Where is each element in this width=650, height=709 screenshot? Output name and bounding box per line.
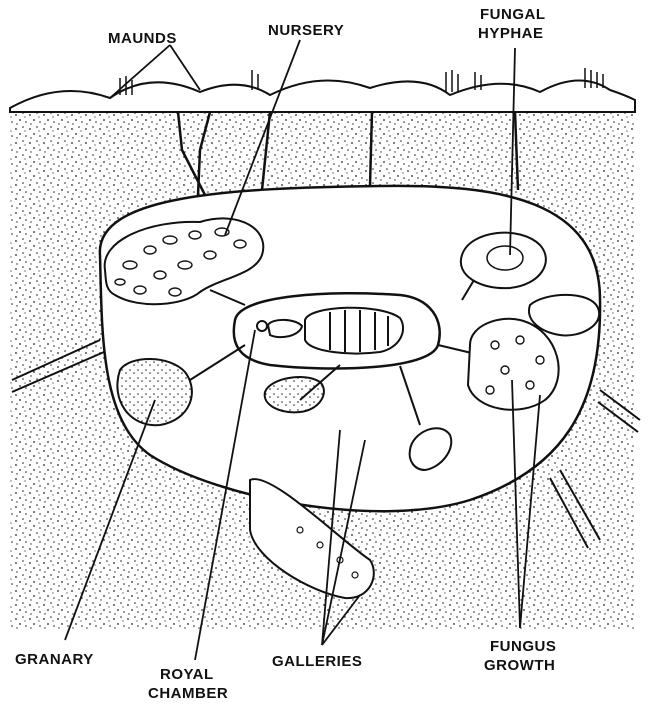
label-fungus-growth-line2: GROWTH bbox=[484, 657, 555, 674]
label-fungal-hyphae-line2: HYPHAE bbox=[478, 25, 544, 42]
label-galleries: GALLERIES bbox=[272, 653, 362, 670]
ground-surface bbox=[10, 80, 635, 112]
label-royal-chamber-line2: CHAMBER bbox=[148, 685, 228, 702]
granary-chamber bbox=[117, 359, 191, 425]
label-fungal-hyphae-line1: FUNGAL bbox=[480, 6, 546, 23]
label-maunds: MAUNDS bbox=[108, 30, 177, 47]
label-granary: GRANARY bbox=[15, 651, 94, 668]
label-nursery: NURSERY bbox=[268, 22, 344, 39]
gallery-cell-a bbox=[265, 377, 324, 412]
label-fungus-growth-line1: FUNGUS bbox=[490, 638, 556, 655]
fungal-hyphae-chamber bbox=[461, 233, 546, 289]
label-royal-chamber-line1: ROYAL bbox=[160, 666, 214, 683]
